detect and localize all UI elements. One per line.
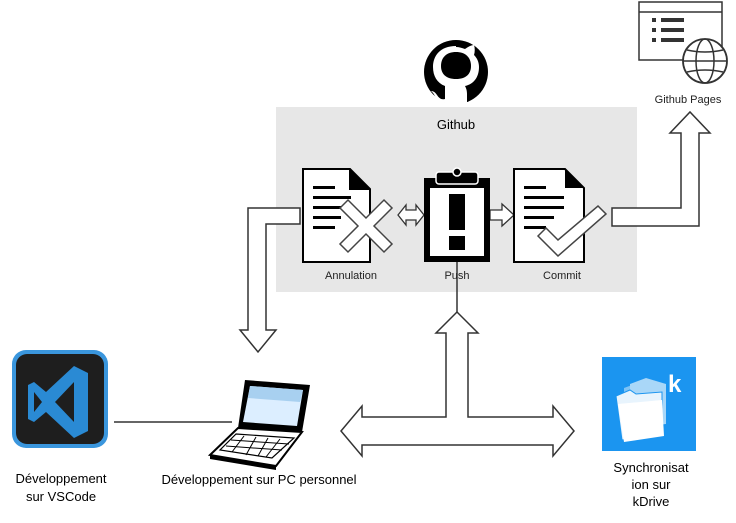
laptop-icon: [207, 380, 310, 470]
cancel-push-arrow: [397, 203, 425, 227]
commit-to-pages-arrow: [611, 110, 712, 227]
kdrive-label-line2: ion sur: [631, 477, 671, 492]
kdrive-logo-icon: k: [602, 357, 696, 451]
github-octocat-icon: [424, 40, 488, 106]
clipboard-exclamation-icon: [424, 167, 490, 262]
sync-arrows: [340, 310, 575, 459]
commit-label: Commit: [543, 270, 581, 282]
github-pages-label: Github Pages: [654, 94, 722, 106]
kdrive-label-line3: kDrive: [632, 494, 670, 509]
vscode-label: Développement sur VSCode: [0, 470, 122, 506]
svg-text:k: k: [668, 371, 682, 398]
push-commit-arrow: [489, 202, 515, 228]
kdrive-label-line1: Synchronisat: [613, 460, 689, 475]
cancel-to-laptop-arrow: [238, 207, 301, 354]
vscode-label-line1: Développement: [15, 471, 107, 486]
cancel-label: Annulation: [325, 270, 377, 282]
vscode-logo-icon: [12, 350, 108, 448]
web-page-globe-icon: [638, 1, 728, 84]
github-title: Github: [436, 117, 476, 132]
document-cross-icon: [302, 168, 394, 263]
kdrive-label: Synchronisat ion sur kDrive: [608, 459, 694, 510]
push-label: Push: [444, 270, 470, 282]
vscode-label-line2: sur VSCode: [25, 489, 97, 504]
laptop-label: Développement sur PC personnel: [161, 472, 357, 487]
document-check-icon: [513, 168, 608, 263]
